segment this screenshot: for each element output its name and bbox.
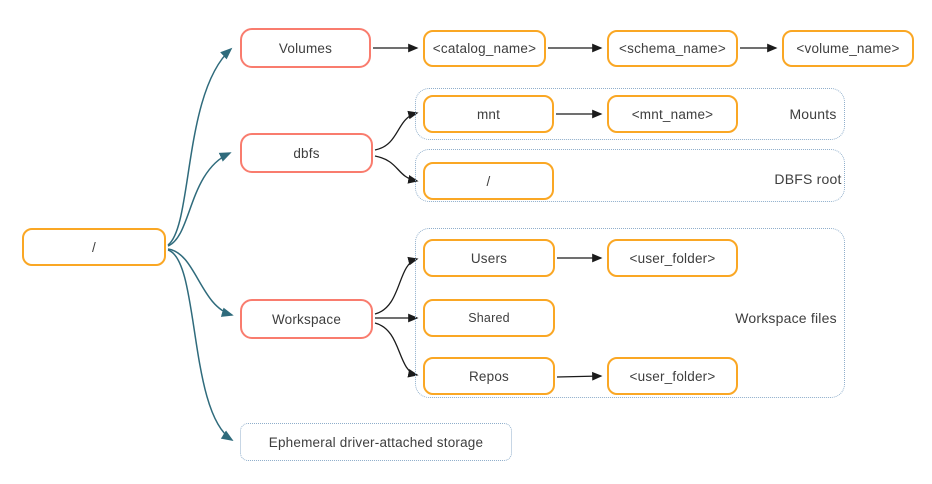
node-repos: Repos	[423, 357, 555, 395]
workspace-files-group-label: Workspace files	[735, 310, 837, 326]
mounts-group-label: Mounts	[789, 106, 837, 122]
node-mnt: mnt	[423, 95, 554, 133]
arrow-root-to-volumes	[167, 47, 233, 246]
node-user-folder-a: <user_folder>	[607, 239, 738, 277]
node-catalog-name: <catalog_name>	[423, 30, 546, 67]
node-root: /	[22, 228, 166, 266]
node-schema-name: <schema_name>	[607, 30, 738, 67]
node-volumes: Volumes	[240, 28, 371, 68]
node-workspace: Workspace	[240, 299, 373, 339]
node-ephemeral-storage: Ephemeral driver-attached storage	[240, 423, 512, 461]
node-shared: Shared	[423, 299, 555, 337]
arrow-root-to-dbfs	[167, 152, 232, 247]
node-dbfs-slash: /	[423, 162, 554, 200]
arrow-dbfs-to-slash	[374, 155, 419, 184]
node-user-folder-b: <user_folder>	[607, 357, 738, 395]
arrow-workspace-to-repos	[374, 322, 419, 378]
arrow-dbfs-to-mnt	[374, 110, 419, 151]
arrow-root-to-ephemeral	[167, 249, 234, 441]
dbfs-root-group-label: DBFS root	[774, 171, 842, 187]
node-users: Users	[423, 239, 555, 277]
arrow-root-to-workspace	[167, 248, 234, 317]
node-mnt-name: <mnt_name>	[607, 95, 738, 133]
node-dbfs: dbfs	[240, 133, 373, 173]
arrow-workspace-to-users	[374, 256, 419, 315]
node-volume-name: <volume_name>	[782, 30, 914, 67]
